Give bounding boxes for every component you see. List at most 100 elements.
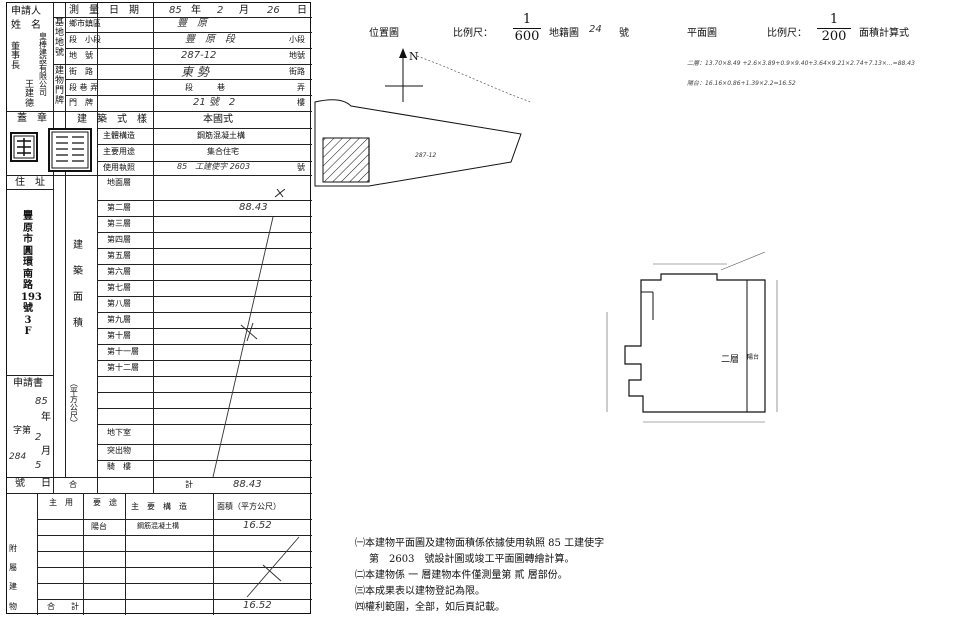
cadastral-label: 地籍圖 [549,28,579,39]
building-survey-form: 申請人 姓 名 董事長 王建德 皇棒建設有限公司 蓋 章 住 址 豐原市圓環南路… [6,2,312,615]
doorno-unit: 樓 [297,98,305,107]
area-calc-line-1: 二層：13.70×8.49 +2.6×3.89+0.9×9.40+3.64×9.… [687,60,915,67]
attached-use: 陽台 [91,522,107,531]
company-char: 設 [39,56,47,65]
scale-numerator: 1 [522,12,532,27]
note-1: ㈠本建物平面圖及建物面積係依據使用執照 85 工建使字 [355,538,605,549]
license-unit: 號 [297,163,305,172]
basement-label: 地下室 [107,428,131,437]
scale-numerator: 1 [829,12,839,27]
cadastral-unit: 號 [619,28,629,39]
attached-area: 16.52 [243,520,272,531]
lot-label: 地 號 [69,51,93,60]
company-char: 公 [39,80,47,89]
label-char: 建 [73,240,83,251]
doorno-value: 21 號 2 [193,97,236,108]
company-char: 棒 [39,40,47,49]
company-name: 皇棒建設有限公司 [39,33,51,97]
address-part: 圓 [23,245,33,257]
attached-strike-line [246,536,300,598]
floor-row: 第二層 [107,203,131,212]
seal-stamps [10,128,92,172]
survey-date-label: 測 量 日 期 [69,5,139,16]
label-char: 屬 [9,563,17,573]
north-arrow-icon [399,48,407,58]
street-label: 街 路 [69,67,93,76]
arcade-label: 騎 樓 [107,462,131,471]
floor-plan-label: 二層 [721,355,740,365]
attached-total-label: 合 計 [47,602,79,611]
location-scale-fraction: 1 600 [513,12,541,44]
note-4: ㈢本成果表以建物登記為限。 [355,586,485,597]
name-label: 姓 名 [11,20,41,31]
attached-total: 16.52 [243,600,272,611]
survey-day: 26 [267,5,280,16]
total-label: 合 [69,480,77,489]
attached-header-use2: 要 途 [93,498,117,507]
protrusion-label: 突出物 [107,446,131,455]
floor-row: 第九層 [107,315,131,324]
label-char: 附 [9,544,17,553]
label-char: 面 [73,292,83,303]
floor-row: 第八層 [107,299,131,308]
attached-header-area: 面積（平方公尺） [217,502,281,511]
note-3: ㈡本建物係 一 層建物本件僅測量第 貳 層部份。 [355,570,568,581]
license-label: 使用執照 [103,163,135,172]
company-char: 限 [39,72,47,81]
label-char: 牌 [55,95,65,106]
main-struct-value: 鋼筋混凝土構 [197,131,245,140]
scale-denominator: 600 [513,27,541,44]
lot-mark: 287-12 [415,152,437,159]
label-char: 建 [55,66,65,76]
main-struct-label: 主體構造 [103,131,135,140]
use-label: 主要用途 [103,147,135,156]
label-char: 號 [55,47,65,58]
building-style-value: 本國式 [203,114,233,125]
address-part: 3 [24,314,32,326]
applicant-doc-label: 申請書 [13,378,43,389]
town-label: 鄉市鎮區 [69,19,101,28]
doc-month: 2 [35,432,42,443]
area-calc-title: 面積計算式 [859,28,909,39]
base-location-label: 基地地號 [55,18,65,59]
label-char: 地 [55,27,65,38]
address-part: 路 [23,280,33,291]
area-calc-line-2: 陽台：16.16×0.86+1.39×2.2=16.52 [687,80,796,87]
seal-label: 蓋 章 [17,113,47,124]
address-part: 193 [21,291,42,303]
company-char: 有 [39,64,47,73]
scale-denominator: 200 [817,27,851,45]
label-char: 建 [9,582,17,592]
floor-row: 第六層 [107,267,131,276]
address-part: 豐 [23,211,33,222]
address-part: 環 [23,257,33,268]
survey-year-unit: 年 [191,5,201,16]
survey-month: 2 [217,5,224,16]
label-char: 門 [55,85,65,96]
floor-strike-line [212,189,286,477]
floor-row: 第三層 [107,219,131,228]
company-char: 司 [39,88,47,97]
total-label-2: 計 [185,480,193,489]
doc-month-unit: 月 [41,446,51,457]
doc-no-unit: 號 [15,478,25,489]
cadastral-number: 24 [589,24,602,35]
doc-year: 85 [35,396,48,407]
company-char: 皇 [39,32,47,41]
applicant-label: 申請人 [11,6,41,17]
lot-value: 287-12 [181,50,217,61]
chairman-label: 董事長 [11,42,21,71]
floor2-area: 88.43 [239,202,268,213]
doorno-label: 門 牌 [69,98,93,107]
area-unit-label: （平方公尺） [69,379,79,427]
plan-scale-label: 比例尺： [767,28,807,39]
doc-number: 284 [9,452,27,462]
street-unit: 街路 [289,67,305,76]
doc-day-unit: 日 [41,478,51,489]
license-value: 85 工建使字 2603 [177,162,251,171]
section-value: 豐 原 段 [185,34,235,45]
doc-year-unit: 年 [41,412,51,423]
chairman-name: 王建德 [25,80,35,109]
address-part: F [24,326,32,337]
